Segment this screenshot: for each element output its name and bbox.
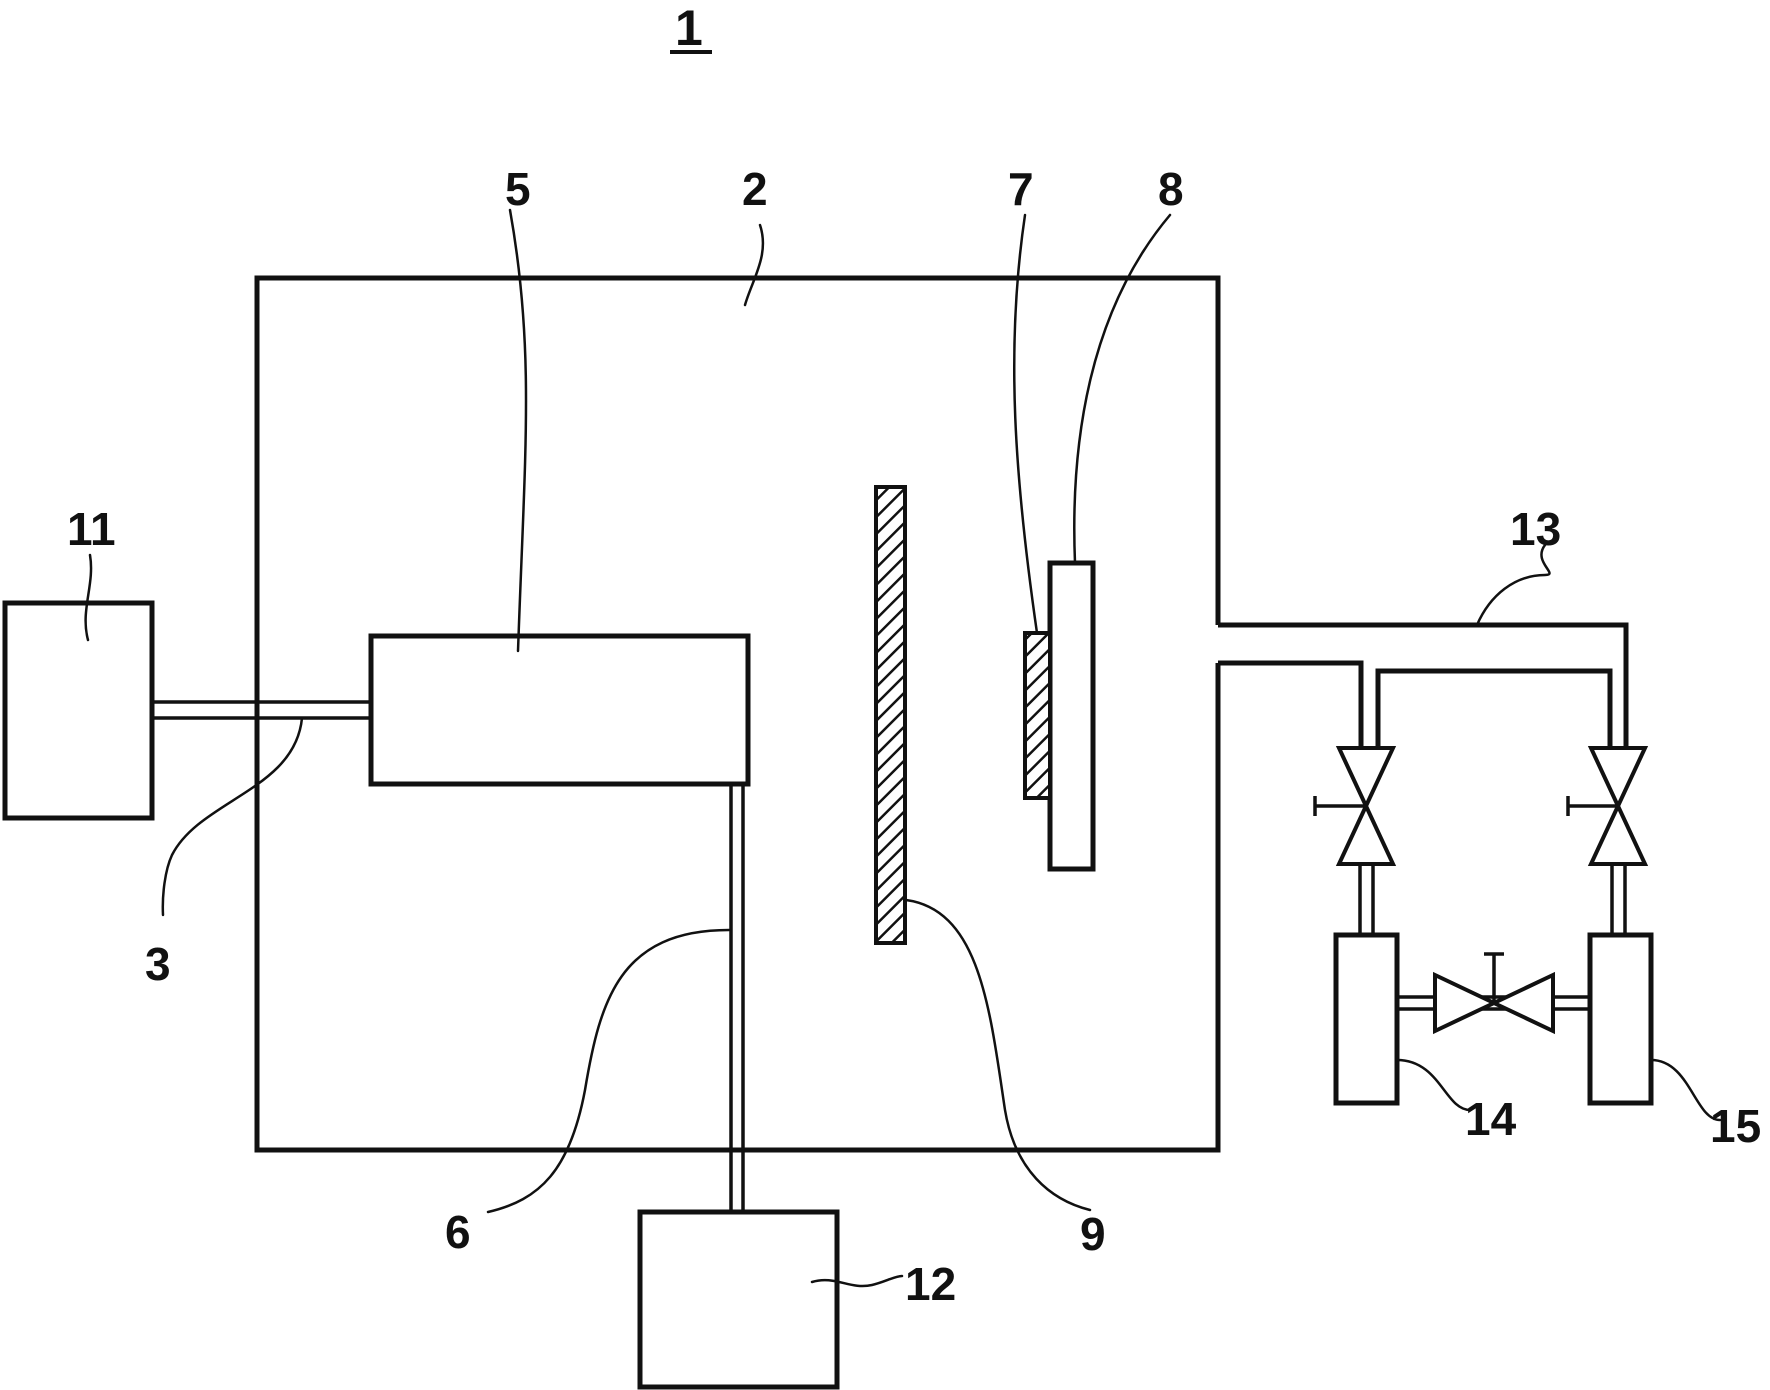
valve-left bbox=[1313, 746, 1397, 866]
label-6: 6 bbox=[445, 1206, 471, 1258]
tank-14 bbox=[1333, 932, 1400, 1106]
block-5 bbox=[368, 633, 751, 787]
leader-3 bbox=[161, 716, 304, 917]
leader-13 bbox=[1475, 543, 1551, 627]
leader-8 bbox=[1073, 213, 1172, 565]
label-5: 5 bbox=[505, 163, 531, 215]
label-12: 12 bbox=[905, 1258, 956, 1310]
valve-right bbox=[1566, 746, 1649, 866]
leader-6 bbox=[486, 928, 731, 1214]
label-8: 8 bbox=[1158, 163, 1184, 215]
tank-15 bbox=[1587, 932, 1654, 1106]
leader-11 bbox=[84, 553, 93, 642]
chamber-outline bbox=[254, 275, 1221, 1153]
box-11 bbox=[2, 600, 155, 821]
leader-2 bbox=[743, 223, 765, 307]
label-2: 2 bbox=[742, 163, 768, 215]
block-8 bbox=[1047, 560, 1096, 872]
leader-12 bbox=[810, 1274, 904, 1288]
label-15: 15 bbox=[1710, 1100, 1761, 1152]
label-9: 9 bbox=[1080, 1208, 1106, 1260]
figure-title: 1 bbox=[675, 0, 703, 56]
label-14: 14 bbox=[1465, 1093, 1517, 1145]
leader-9 bbox=[904, 898, 1092, 1212]
box-12 bbox=[637, 1209, 840, 1390]
label-11: 11 bbox=[67, 503, 116, 555]
leader-15 bbox=[1649, 1058, 1722, 1122]
leader-5 bbox=[508, 208, 528, 653]
leader-7 bbox=[1012, 213, 1039, 635]
part-7 bbox=[1023, 631, 1052, 800]
line-13-branch bbox=[1375, 668, 1613, 758]
valve-middle bbox=[1433, 952, 1555, 1035]
leader-14 bbox=[1395, 1058, 1472, 1112]
label-3: 3 bbox=[145, 938, 171, 990]
label-13: 13 bbox=[1510, 503, 1561, 555]
plate-9 bbox=[874, 485, 907, 945]
label-7: 7 bbox=[1008, 163, 1034, 215]
line-13-outer bbox=[1218, 622, 1629, 758]
line-13-inner bbox=[1218, 660, 1364, 758]
